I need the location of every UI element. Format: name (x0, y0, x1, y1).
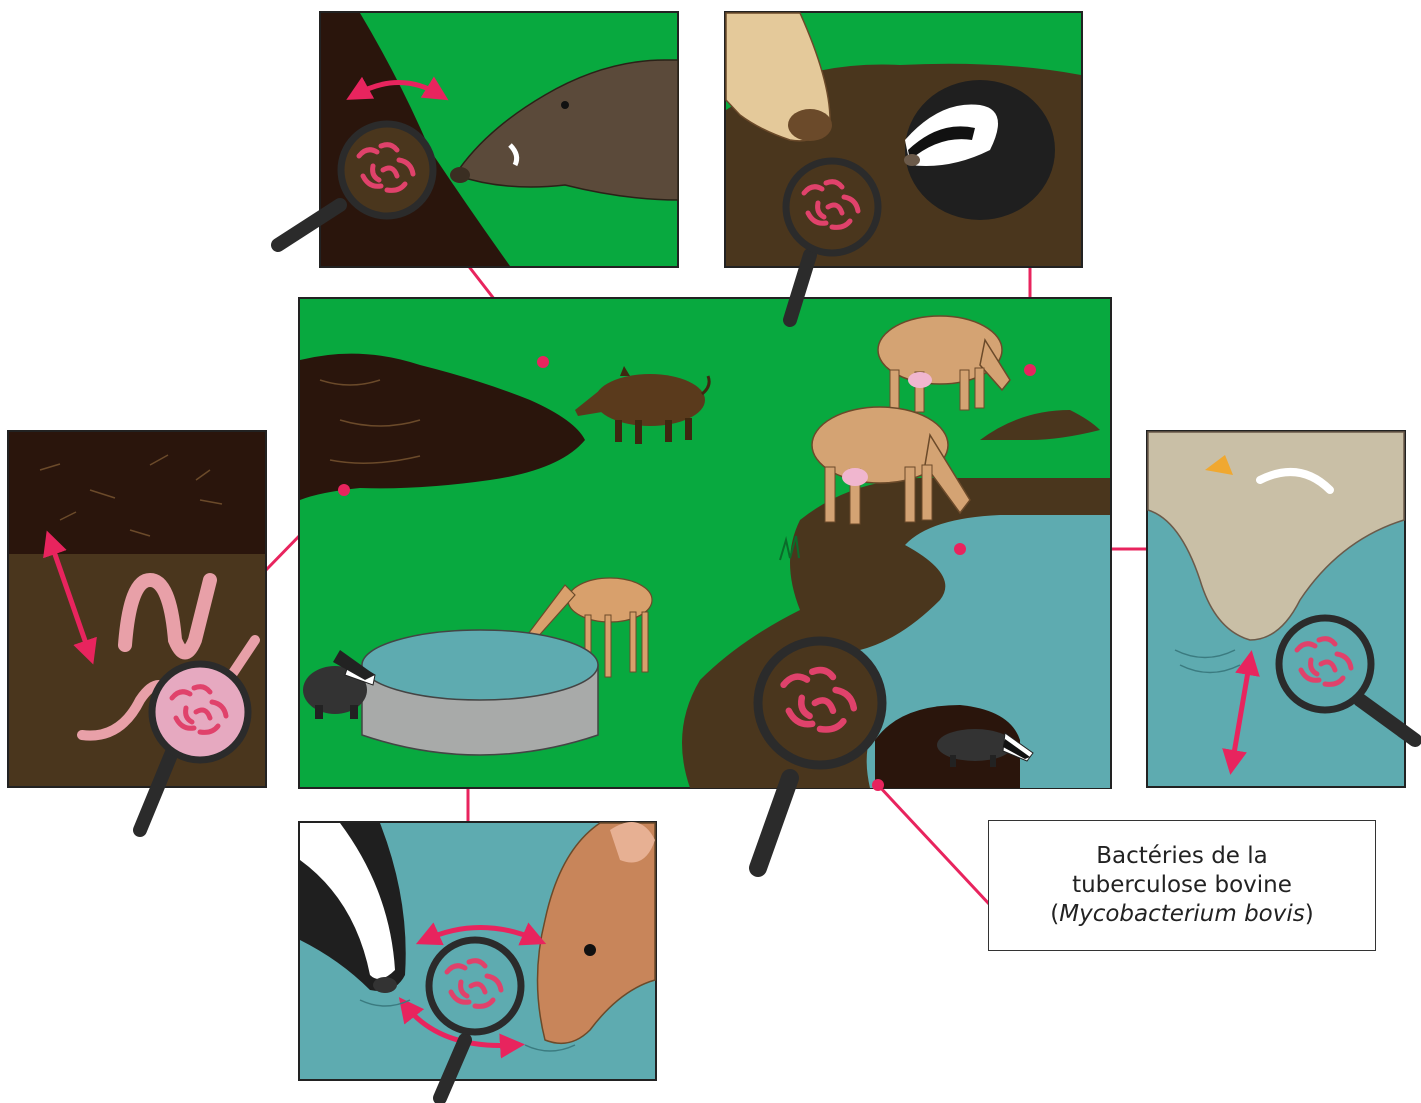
label-species: Mycobacterium bovis (1059, 901, 1304, 927)
label-paren-close: ) (1305, 901, 1314, 927)
panel-cow-badger (725, 12, 1082, 320)
panel-boar-soil (278, 12, 678, 267)
label-line-3: (Mycobacterium bovis) (1050, 900, 1313, 929)
central-scene (299, 298, 1111, 868)
label-paren-open: ( (1050, 901, 1059, 927)
connector-label (878, 785, 990, 905)
water-trough-icon (362, 630, 598, 755)
badger-icon (904, 80, 1055, 220)
bacteria-label-box: Bactéries de la tuberculose bovine (Myco… (988, 820, 1376, 951)
label-line-1: Bactéries de la (1096, 842, 1268, 871)
panel-cow-drinking (1147, 431, 1415, 787)
label-line-2: tuberculose bovine (1072, 871, 1292, 900)
panel-badger-deer (299, 822, 656, 1098)
magnifier-icon (786, 161, 878, 320)
panel-earthworm (8, 431, 266, 830)
